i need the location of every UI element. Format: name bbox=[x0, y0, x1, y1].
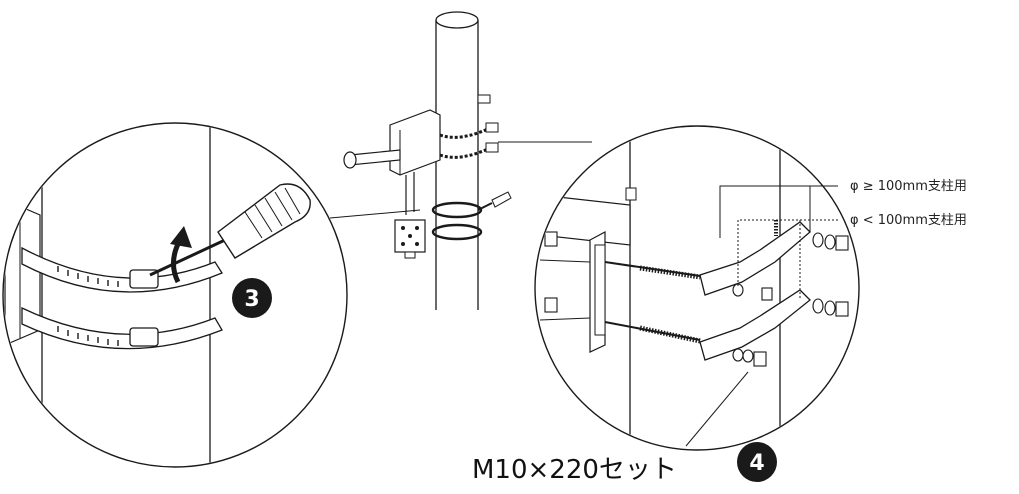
step-3-number: 3 bbox=[244, 287, 259, 312]
screwdriver-icon bbox=[149, 183, 311, 277]
callout-small-pole: φ < 100mm支柱用 bbox=[737, 213, 967, 300]
detail-circle-left bbox=[2, 122, 348, 468]
leader-line-left bbox=[329, 209, 421, 219]
step-3-badge: 3 bbox=[232, 278, 272, 318]
rotation-arrow-icon bbox=[170, 226, 192, 284]
detail-circle-right bbox=[534, 125, 860, 451]
pole-overview bbox=[343, 11, 512, 310]
label-small-pole: φ < 100mm支柱用 bbox=[850, 213, 967, 228]
callout-large-pole: φ ≥ 100mm支柱用 bbox=[719, 179, 967, 238]
label-large-pole: φ ≥ 100mm支柱用 bbox=[850, 179, 967, 194]
label-bolt-set: M10×220セット bbox=[472, 455, 677, 485]
step-4-number: 4 bbox=[749, 451, 764, 476]
step-4-badge: 4 bbox=[737, 442, 777, 482]
leader-line-bolt bbox=[685, 371, 749, 447]
